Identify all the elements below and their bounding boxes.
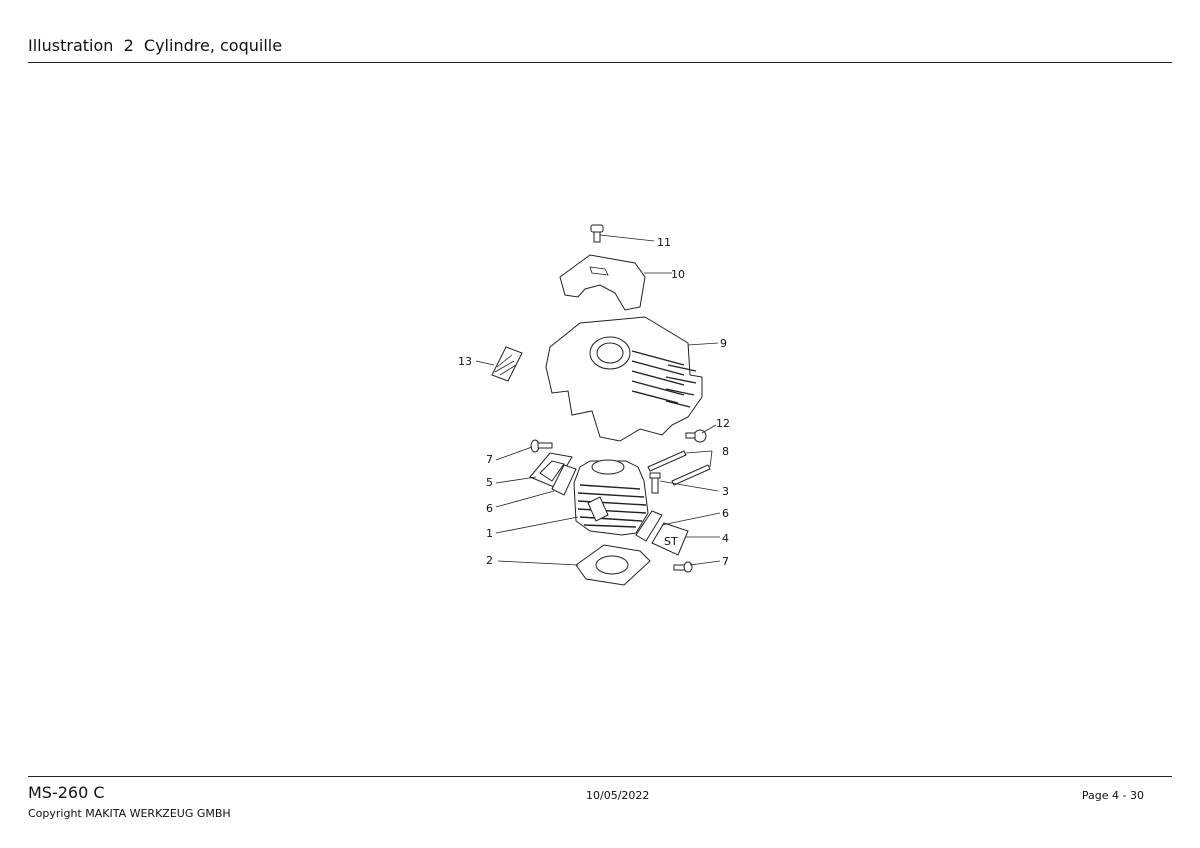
shroud-part-9: [545, 316, 703, 442]
callout-2: 2: [486, 554, 493, 567]
flange-part-5: [529, 452, 573, 488]
gasket-part-6-left: [551, 464, 577, 496]
model-name: MS-260 C: [28, 783, 105, 802]
label-plate-text: ST: [664, 535, 678, 548]
leader-lines: [475, 234, 721, 566]
top-cover-part-10: [559, 254, 646, 311]
plate-part-4: ST: [651, 522, 689, 556]
callout-3: 3: [722, 485, 729, 498]
callout-7-upper: 7: [486, 453, 493, 466]
page-title: Illustration 2 Cylindre, coquille: [28, 36, 283, 55]
callout-8: 8: [722, 445, 729, 458]
callout-4: 4: [722, 532, 729, 545]
page-number: Page 4 - 30: [1081, 789, 1144, 802]
header-divider: [28, 62, 1172, 63]
screw-part-11: [590, 224, 604, 243]
print-date: 10/05/2022: [586, 789, 650, 802]
callout-10: 10: [671, 268, 685, 281]
callout-1: 1: [486, 527, 493, 540]
gasket-part-6-right: [635, 510, 663, 542]
callout-6-left: 6: [486, 502, 493, 515]
footer-divider: [28, 776, 1172, 777]
screw-part-12: [685, 429, 707, 443]
base-gasket-part-2: [575, 544, 651, 586]
screw-part-7-lower: [673, 561, 693, 573]
label-part-13: [491, 346, 523, 382]
callout-13: 13: [458, 355, 472, 368]
exploded-parts-diagram: ST: [440, 215, 760, 605]
cylinder-part-1: [573, 459, 649, 536]
callout-11: 11: [657, 236, 671, 249]
screw-part-7-upper: [530, 439, 553, 453]
callout-9: 9: [720, 337, 727, 350]
callout-6-right: 6: [722, 507, 729, 520]
callout-5: 5: [486, 476, 493, 489]
callout-7-lower: 7: [722, 555, 729, 568]
copyright-notice: Copyright MAKITA WERKZEUG GMBH: [28, 807, 231, 820]
callout-12: 12: [716, 417, 730, 430]
bolt-part-3: [649, 472, 661, 494]
